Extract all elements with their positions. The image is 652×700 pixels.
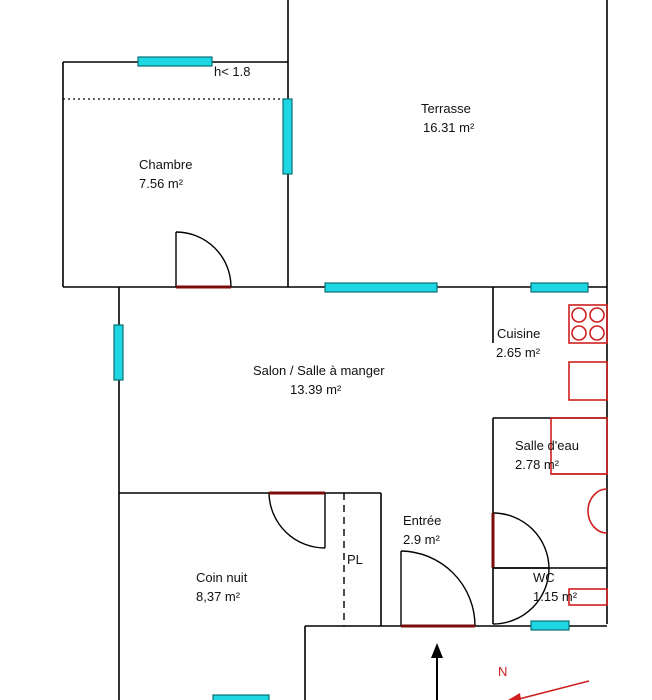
sink-icon [568, 361, 608, 401]
cuisine-name: Cuisine [497, 326, 540, 341]
chambre-name: Chambre [139, 157, 192, 172]
door-salle-eau [491, 512, 550, 569]
door-entree [400, 550, 476, 628]
north-label: N [498, 664, 507, 679]
door-coin-nuit [268, 491, 326, 549]
window-coin-nuit-bottom [212, 694, 270, 700]
coin-nuit-name: Coin nuit [196, 570, 248, 585]
window-chambre-right [282, 98, 293, 175]
cooktop-icon [568, 304, 608, 344]
door-wc [492, 567, 550, 625]
terrasse-area: 16.31 m² [423, 120, 475, 135]
wc-area: 1.15 m² [533, 589, 578, 604]
windows [113, 56, 589, 700]
window-salon-top [324, 282, 438, 293]
window-salon-left [113, 324, 124, 381]
chambre-area: 7.56 m² [139, 176, 184, 191]
wc-name: WC [533, 570, 555, 585]
terrasse-name: Terrasse [421, 101, 471, 116]
north-arrow-icon [508, 680, 590, 700]
doors [175, 231, 550, 628]
salon-name: Salon / Salle à manger [253, 363, 385, 378]
chambre-height-note: h< 1.8 [214, 64, 251, 79]
cuisine-area: 2.65 m² [496, 345, 541, 360]
door-chambre [175, 231, 232, 289]
fixtures [550, 304, 608, 606]
salle-eau-area: 2.78 m² [515, 457, 560, 472]
shower-icon [550, 417, 608, 475]
window-wc-bottom [530, 620, 570, 631]
closet-label: PL [347, 552, 363, 567]
entrance-arrow-icon [431, 643, 443, 700]
entree-area: 2.9 m² [403, 532, 441, 547]
coin-nuit-area: 8,37 m² [196, 589, 241, 604]
toilet-icon [568, 588, 608, 606]
salon-area: 13.39 m² [290, 382, 342, 397]
washbasin-icon [587, 488, 608, 534]
window-chambre-top [137, 56, 213, 67]
salle-eau-name: Salle d'eau [515, 438, 579, 453]
window-cuisine-top [530, 282, 589, 293]
entree-name: Entrée [403, 513, 441, 528]
room-labels: h< 1.8 Chambre 7.56 m² Terrasse 16.31 m²… [139, 64, 579, 679]
